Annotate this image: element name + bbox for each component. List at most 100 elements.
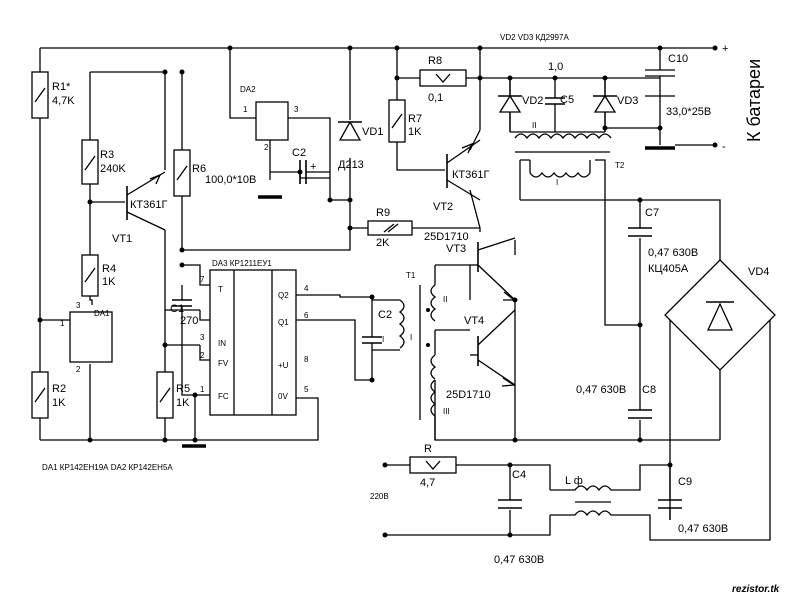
capacitor-c8 bbox=[628, 409, 652, 419]
watermark: rezistor.tk bbox=[732, 584, 780, 595]
label-pin-5: 5 bbox=[304, 385, 309, 394]
wires bbox=[39, 47, 771, 541]
capacitor-c7 bbox=[628, 227, 652, 237]
label-vd2-vd3: VD2 VD3 КД2997А bbox=[500, 33, 569, 42]
label-da2-pin2: 2 bbox=[264, 143, 269, 152]
inductor-lf bbox=[550, 485, 620, 517]
capacitor-c2-electrolytic bbox=[270, 160, 330, 184]
label-da1-pin1: 1 bbox=[60, 319, 65, 328]
label-r8-value: 0,1 bbox=[428, 92, 443, 104]
label-r8: R8 bbox=[428, 55, 442, 67]
label-c10: C10 bbox=[668, 53, 688, 65]
capacitor-c9 bbox=[658, 465, 682, 520]
label-pin-1: 1 bbox=[200, 385, 205, 394]
label-c1-value: 270 bbox=[180, 315, 198, 327]
battery-terminals bbox=[675, 45, 718, 148]
label-c2-winding-i: I bbox=[382, 335, 384, 344]
diode-vd3 bbox=[593, 78, 617, 132]
resistor-r4 bbox=[81, 254, 99, 297]
label-da2-pin3: 3 bbox=[294, 105, 299, 114]
label-r5-value: 1K bbox=[176, 397, 190, 409]
label-c10-value: 33,0*25В bbox=[666, 106, 711, 118]
label-da3-pin-fc: FC bbox=[218, 392, 229, 401]
transformer-t2 bbox=[514, 133, 612, 178]
label-t1-winding-i: I bbox=[410, 333, 412, 342]
label-pin-2: 2 bbox=[200, 351, 205, 360]
label-da2: DA2 bbox=[240, 85, 256, 94]
label-pin-8: 8 bbox=[304, 355, 309, 364]
label-t1-winding-ii: II bbox=[443, 295, 447, 304]
label-da3-pin-u: +U bbox=[278, 361, 289, 370]
resistor-r5 bbox=[156, 371, 174, 419]
label-r1: R1* bbox=[52, 81, 71, 93]
label-c1: C1 bbox=[170, 303, 184, 315]
resistor-r3 bbox=[81, 139, 99, 185]
label-t1: T1 bbox=[406, 271, 416, 280]
label-r5: R5 bbox=[176, 383, 190, 395]
label-plus: + bbox=[722, 43, 728, 55]
label-vd4: VD4 bbox=[748, 266, 769, 278]
label-c4-value: 0,47 630В bbox=[494, 554, 544, 566]
diode-bridge-vd4 bbox=[664, 259, 776, 371]
label-battery: К батареи bbox=[744, 59, 764, 142]
label-pin-4: 4 bbox=[304, 284, 309, 293]
label-t1-winding-iii: III bbox=[443, 407, 450, 416]
resistor-r1 bbox=[31, 71, 49, 119]
ic-da2 bbox=[255, 101, 289, 141]
resistor-r7 bbox=[388, 99, 406, 143]
resistor-r9 bbox=[367, 220, 413, 236]
label-t2-winding-i: I bbox=[556, 178, 558, 187]
label-minus: - bbox=[722, 141, 726, 153]
label-pin-3: 3 bbox=[200, 333, 205, 342]
ground-symbols bbox=[182, 146, 675, 448]
label-r9: R9 bbox=[376, 207, 390, 219]
capacitor-c4 bbox=[498, 499, 522, 509]
diode-vd2 bbox=[498, 78, 522, 132]
label-r3-value: 240K bbox=[100, 163, 126, 175]
label-t2: T2 bbox=[615, 161, 625, 170]
label-r7-value: 1K bbox=[408, 126, 422, 138]
transistor-vt2 bbox=[446, 139, 481, 201]
transformer-t1 bbox=[372, 284, 437, 440]
label-vt3: VT3 bbox=[446, 243, 466, 255]
label-c2-film: C2 bbox=[378, 309, 392, 321]
label-c2-electrolytic: C2 bbox=[292, 147, 306, 159]
ic-da1 bbox=[69, 311, 113, 363]
resistor-r8 bbox=[419, 69, 467, 87]
capacitor-c10 bbox=[645, 69, 675, 100]
label-da1-pin3: 3 bbox=[76, 301, 81, 310]
label-c9-value: 0,47 630В bbox=[678, 523, 728, 535]
label-vd1-type: Д213 bbox=[338, 159, 364, 171]
label-pin-7: 7 bbox=[200, 275, 205, 284]
labels: VD2 VD3 КД2997А C10 33,0*25В + - К батар… bbox=[42, 33, 780, 595]
label-c2-electrolytic-value: 100,0*10В bbox=[205, 174, 256, 186]
label-c5-value: 1,0 bbox=[548, 61, 563, 73]
label-c5: C5 bbox=[560, 94, 574, 106]
label-da1: DA1 bbox=[94, 309, 110, 318]
ic-da3 bbox=[209, 269, 297, 416]
label-c7: C7 bbox=[645, 207, 659, 219]
transistor-vt1 bbox=[126, 171, 166, 231]
label-r4: R4 bbox=[102, 263, 116, 275]
label-vd1: VD1 bbox=[362, 126, 383, 138]
transistor-vt3 bbox=[470, 237, 516, 301]
label-c2-plus: + bbox=[310, 161, 316, 173]
transistor-vt4 bbox=[470, 309, 516, 387]
capacitor-c2-film bbox=[362, 300, 382, 370]
label-lf: L ф bbox=[565, 475, 583, 487]
label-da3-pin-0v: 0V bbox=[278, 392, 288, 401]
label-ic-note: DA1 КР142ЕН19А DA2 КР142ЕН5А bbox=[42, 463, 173, 472]
label-220v: 220В bbox=[370, 492, 389, 501]
label-da3-pin-q2: Q2 bbox=[278, 291, 289, 300]
label-r1-value: 4,7K bbox=[52, 95, 75, 107]
label-vd4-type: КЦ405А bbox=[648, 263, 689, 275]
diode-vd1 bbox=[338, 120, 362, 141]
label-da3-pin-t: T bbox=[218, 285, 223, 294]
label-r7: R7 bbox=[408, 113, 422, 125]
label-da3: DA3 КР1211ЕУ1 bbox=[212, 259, 272, 268]
label-vt4: VT4 bbox=[464, 315, 484, 327]
label-r2: R2 bbox=[52, 383, 66, 395]
label-t2-winding-ii: II bbox=[532, 121, 536, 130]
